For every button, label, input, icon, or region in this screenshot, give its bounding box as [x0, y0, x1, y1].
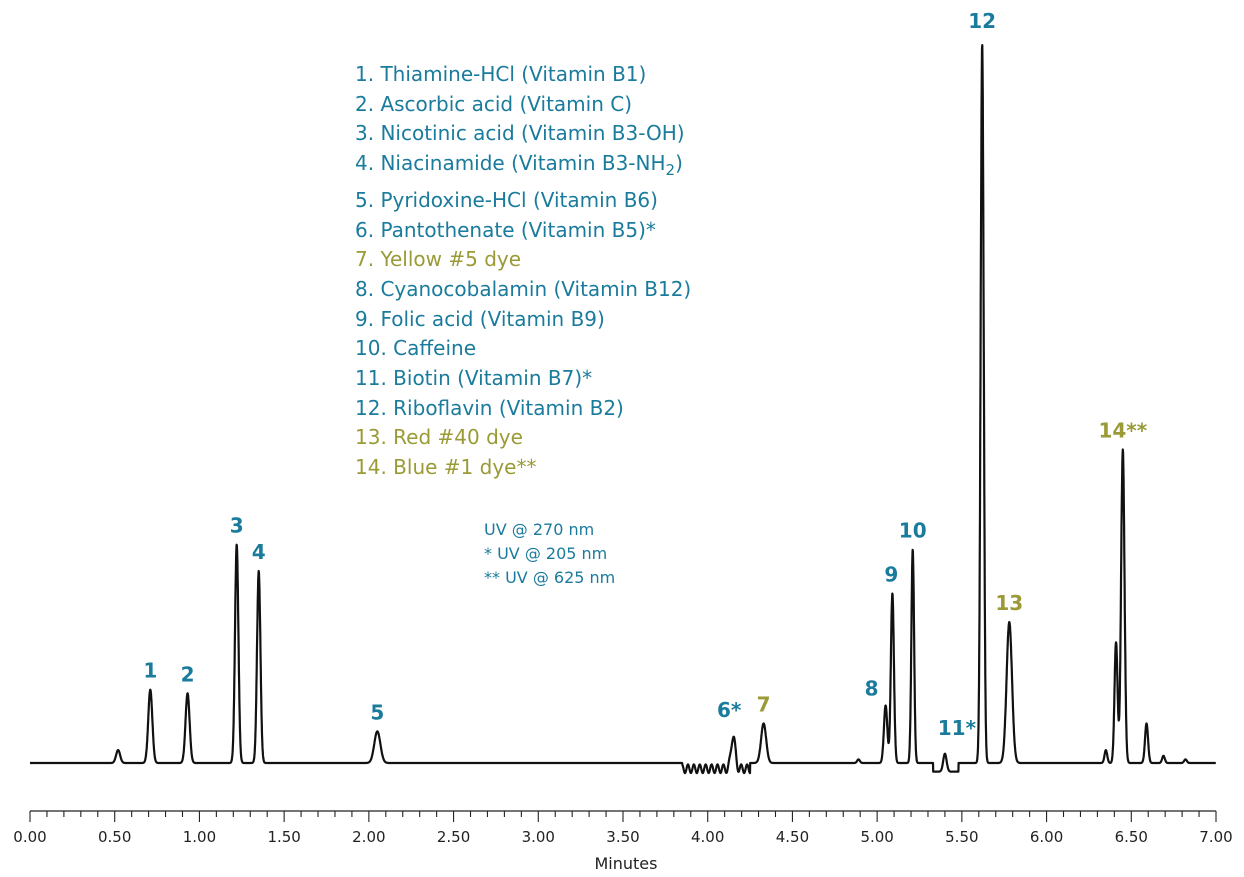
- legend-item: 10. Caffeine: [355, 336, 477, 361]
- x-tick-label: 4.50: [776, 828, 809, 846]
- peak-label: 7: [757, 692, 771, 716]
- peak-label: 3: [230, 513, 244, 537]
- peak-label: 11*: [938, 716, 977, 740]
- peak-label: 12: [968, 9, 996, 33]
- note-uv-270: UV @ 270 nm: [484, 520, 595, 539]
- peak-label: 14**: [1098, 419, 1147, 443]
- x-tick-label: 4.00: [691, 828, 724, 846]
- legend-item: 13. Red #40 dye: [355, 425, 523, 450]
- peak-label: 5: [370, 700, 384, 724]
- peak-label: 10: [899, 518, 927, 542]
- x-tick-label: 1.00: [183, 828, 216, 846]
- legend-item: 6. Pantothenate (Vitamin B5)*: [355, 217, 656, 242]
- legend-item: 14. Blue #1 dye**: [355, 455, 537, 480]
- x-tick-label: 0.50: [98, 828, 131, 846]
- x-tick-label: 0.00: [13, 828, 46, 846]
- legend-item: 12. Riboflavin (Vitamin B2): [355, 395, 624, 420]
- peak-label: 9: [884, 562, 898, 586]
- note-uv-625: ** UV @ 625 nm: [484, 568, 616, 587]
- x-axis-title: Minutes: [595, 854, 658, 873]
- x-tick-label: 6.50: [1115, 828, 1148, 846]
- legend-item: 3. Nicotinic acid (Vitamin B3-OH): [355, 121, 685, 146]
- x-axis: 0.00 0.50 1.00 1.50 2.00 2.50 3.00 3.50 4.00 4.50…: [13, 810, 1233, 846]
- x-tick-label: 2.50: [437, 828, 470, 846]
- compound-legend: 1. Thiamine-HCl (Vitamin B1) 2. Ascorbic …: [355, 60, 691, 483]
- x-tick-label: 2.00: [352, 828, 385, 846]
- x-tick-label: 6.00: [1030, 828, 1063, 846]
- legend-item: 4. Niacinamide (Vitamin B3-NH2): [355, 151, 683, 180]
- detection-notes: UV @ 270 nm * UV @ 205 nm ** UV @ 625 nm: [484, 518, 615, 590]
- legend-item: 9. Folic acid (Vitamin B9): [355, 306, 605, 331]
- peak-label: 4: [252, 540, 266, 564]
- peak-label: 6*: [717, 698, 742, 722]
- x-tick-label: 5.50: [945, 828, 978, 846]
- legend-item: 7. Yellow #5 dye: [355, 247, 522, 272]
- x-tick-label: 1.50: [267, 828, 300, 846]
- peak-label: 2: [181, 662, 195, 686]
- note-uv-205: * UV @ 205 nm: [484, 544, 608, 563]
- peak-label: 13: [995, 591, 1023, 615]
- legend-item: 11. Biotin (Vitamin B7)*: [355, 366, 593, 391]
- legend-subscript: 2: [665, 161, 676, 180]
- legend-item: 8. Cyanocobalamin (Vitamin B12): [355, 276, 692, 301]
- legend-item: 2. Ascorbic acid (Vitamin C): [355, 91, 633, 116]
- legend-item: 5. Pyridoxine-HCl (Vitamin B6): [355, 187, 658, 212]
- legend-item: 1. Thiamine-HCl (Vitamin B1): [355, 62, 647, 86]
- peak-label: 1: [143, 659, 157, 683]
- x-tick-label: 5.00: [860, 828, 893, 846]
- x-tick-label: 3.00: [522, 828, 555, 846]
- x-tick-label: 7.00: [1199, 828, 1232, 846]
- x-tick-label: 3.50: [606, 828, 639, 846]
- peak-label: 8: [865, 676, 879, 700]
- chromatogram-trace: [29, 44, 1217, 775]
